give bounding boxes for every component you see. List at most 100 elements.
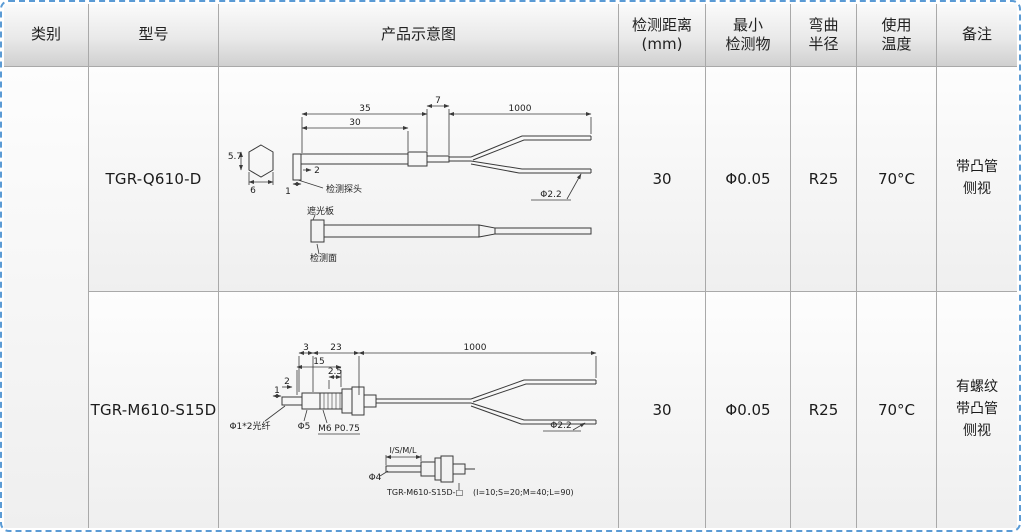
spec-table: 类别 型号 产品示意图 检测距离 (mm) 最小 检测物 弯曲 半径 使用 温度…: [4, 4, 1017, 528]
header-distance-line1: 检测距离: [631, 15, 692, 34]
temperature-value-row2: 70°C: [877, 401, 916, 419]
rod: [323, 224, 480, 238]
dim-tip-a: 2: [314, 166, 320, 176]
dimension-lines-row1: [239, 104, 592, 255]
dimension-lines-row2: [264, 351, 597, 490]
category-cell: [4, 67, 89, 528]
bend-radius-value-row1: R25: [808, 170, 839, 188]
dim-a: 2: [284, 377, 290, 387]
distance-value-row1: 30: [652, 170, 672, 188]
distance-cell-row1: 30: [619, 67, 706, 292]
washer: [341, 388, 353, 414]
neck: [426, 155, 450, 163]
remark-row2-line2: 带凸管: [956, 401, 998, 418]
min-object-cell-row2: Φ0.05: [706, 292, 791, 528]
rear-body: [363, 394, 377, 408]
remark-cell-row2: 有螺纹 带凸管 侧视: [937, 292, 1017, 528]
model-name-row1: TGR-Q610-D: [105, 170, 202, 188]
taper: [478, 224, 496, 238]
header-min-object-line2: 检测物: [725, 35, 771, 53]
remark-row2-line3: 侧视: [963, 422, 991, 439]
header-bend-line1: 弯曲: [808, 15, 839, 34]
min-object-cell-row1: Φ0.05: [706, 67, 791, 292]
model-cell-row1: TGR-Q610-D: [89, 67, 219, 292]
dim-tip: 3: [303, 343, 309, 353]
label-face: 检测面: [310, 252, 337, 264]
label-lengths: I/S/M/L: [390, 446, 417, 455]
dim-b: 1: [274, 386, 280, 396]
diagram-cell-row1: 5.7 6 35 30 7 1000 2 1 检测探头 Φ2.2 遮光板 检测面: [219, 67, 619, 292]
header-min-object: 最小 检测物: [706, 4, 791, 67]
dim-tip-b: 1: [285, 187, 291, 197]
variant-washer: [434, 457, 442, 481]
distance-value-row2: 30: [652, 401, 672, 419]
dim-hex-width: 5.7: [228, 152, 242, 162]
diagram-text-row2: 3 23 1000 15 2.5 2 1 Φ1*2光纤 Φ5 M6 P0.75 …: [229, 343, 573, 497]
min-object-value-row2: Φ0.05: [725, 401, 771, 419]
header-model: 型号: [89, 4, 219, 67]
variant-nut: [440, 455, 454, 483]
temperature-value-row1: 70°C: [877, 170, 916, 188]
model-cell-row2: TGR-M610-S15D: [89, 292, 219, 528]
product-diagram-tgr-q610-d: 5.7 6 35 30 7 1000 2 1 检测探头 Φ2.2 遮光板 检测面: [228, 96, 592, 264]
label-fiber: Φ1*2光纤: [229, 420, 270, 432]
header-category-label: 类别: [30, 25, 61, 44]
label-thread: M6 P0.75: [318, 424, 360, 434]
label-body-dia: Φ5: [298, 422, 311, 432]
sensor-outline-row1: [248, 135, 592, 243]
header-temp-line1: 使用: [881, 15, 912, 34]
dim-head-len: 35: [359, 104, 370, 114]
header-temp-line2: 温度: [881, 35, 912, 53]
label-probe: 检测探头: [326, 183, 362, 195]
label-shield: 遮光板: [307, 205, 334, 217]
header-model-label: 型号: [138, 25, 169, 44]
bend-radius-cell-row2: R25: [791, 292, 857, 528]
temperature-cell-row1: 70°C: [857, 67, 937, 292]
remark-row2-line1: 有螺纹: [956, 379, 998, 396]
variant-body: [420, 461, 436, 477]
header-bend-line2: 半径: [808, 35, 839, 53]
dim-cable: 1000: [509, 104, 532, 114]
diagram-cell-row2: 3 23 1000 15 2.5 2 1 Φ1*2光纤 Φ5 M6 P0.75 …: [219, 292, 619, 528]
header-distance-line2: (mm): [641, 35, 683, 53]
dim-hex-height: 6: [250, 186, 256, 196]
diagram-text-row1: 5.7 6 35 30 7 1000 2 1 检测探头 Φ2.2 遮光板 检测面: [228, 96, 562, 264]
label-order-note: (I=10;S=20;M=40;L=90): [473, 488, 574, 497]
dim-head-inner: 30: [349, 118, 361, 128]
header-category: 类别: [4, 4, 89, 67]
dim-head: 23: [330, 343, 341, 353]
variant-rear: [452, 463, 466, 475]
thin-rod: [494, 227, 592, 235]
header-bend-radius: 弯曲 半径: [791, 4, 857, 67]
remark-row1-line2: 侧视: [963, 181, 991, 197]
dim-neck: 7: [435, 96, 441, 106]
dim-cable: 1000: [464, 343, 487, 353]
bend-radius-cell-row1: R25: [791, 67, 857, 292]
label-tube-dia: Φ4: [369, 473, 382, 483]
temperature-cell-row2: 70°C: [857, 292, 937, 528]
collar: [407, 151, 428, 167]
header-diagram-label: 产品示意图: [380, 25, 456, 44]
fiber-tip: [281, 396, 303, 406]
threaded-section: [319, 392, 343, 410]
label-cable-dia: Φ2.2: [550, 421, 571, 431]
header-distance: 检测距离 (mm): [619, 4, 706, 67]
remark-row1-line1: 带凸管: [956, 159, 998, 176]
probe-tip: [292, 153, 302, 181]
label-order-code: TGR-M610-S15D-□: [386, 488, 463, 497]
model-name-row2: TGR-M610-S15D: [90, 401, 217, 419]
label-cable-dia: Φ2.2: [540, 190, 561, 200]
probe-body: [300, 153, 409, 165]
dim-body: 15: [313, 357, 324, 367]
front-body: [301, 392, 321, 410]
dim-nut: 2.5: [328, 367, 342, 377]
shield-plate: [310, 219, 325, 243]
header-remark: 备注: [937, 4, 1017, 67]
distance-cell-row2: 30: [619, 292, 706, 528]
product-diagram-tgr-m610-s15d: 3 23 1000 15 2.5 2 1 Φ1*2光纤 Φ5 M6 P0.75 …: [229, 343, 597, 497]
header-temperature: 使用 温度: [857, 4, 937, 67]
bend-radius-value-row2: R25: [808, 401, 839, 419]
hex-nut: [351, 386, 365, 416]
hex-end-view: [248, 144, 274, 178]
